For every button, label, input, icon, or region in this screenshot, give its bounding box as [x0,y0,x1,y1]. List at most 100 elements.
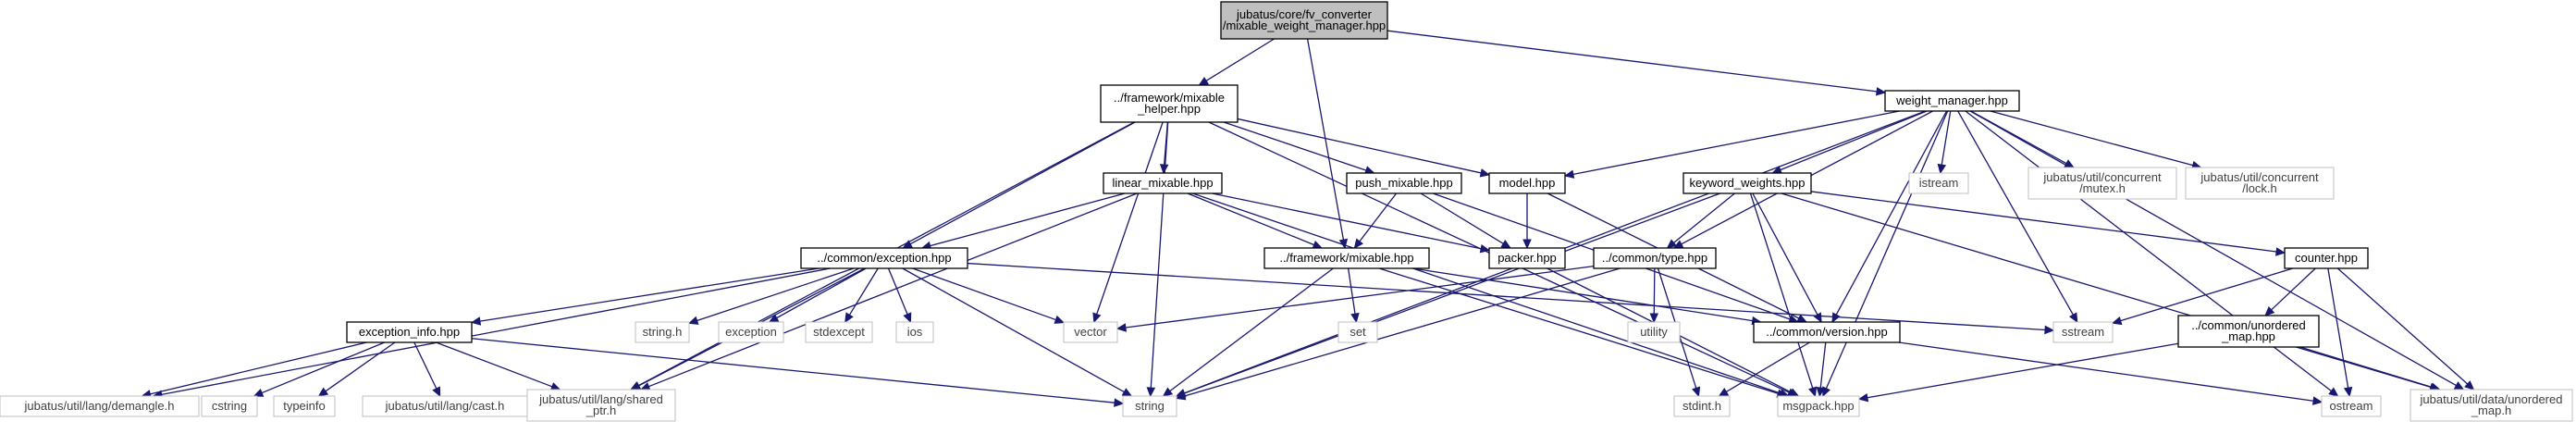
node-box [273,395,336,417]
edge-line [2336,267,2469,385]
node-label: jubatus/util/lang/demangle.h [24,399,175,413]
edge-unordered_map_common-to-msgpack [1857,342,2179,403]
edge-line [150,341,367,395]
node-label: /mixable_weight_manager.hpp [1223,19,1386,32]
node-packer[interactable]: packer.hpp [1488,247,1566,269]
node-weight-manager[interactable]: weight_manager.hpp [1884,90,2020,112]
edge-fw_mixable-to-msgpack [1378,267,1788,398]
arrowhead-icon [1350,312,1360,324]
node-box [805,321,873,343]
node-label: ios [907,325,923,339]
node-label: weight_manager.hpp [1895,93,2008,107]
node-box [1346,172,1462,194]
arrowhead-icon [1114,398,1125,407]
edge-line [261,341,386,394]
edge-line [1150,121,1169,389]
edge-line [1212,192,1482,250]
edge-line [1348,267,1356,315]
edge-line [1387,30,1878,93]
node-vector: vector [1063,321,1118,343]
edge-version-to-ostream [1898,341,2323,405]
edge-exception-to-exception_info [470,267,820,326]
arrowhead-icon [253,388,265,397]
arrowhead-icon [2343,386,2353,398]
edge-exception_info-to-shared_ptr [436,341,561,391]
arrowhead-icon [687,316,699,325]
arrowhead-icon [470,316,482,326]
edge-linear_mixable-to-shared_ptr [639,192,1138,391]
node-fw-mixable[interactable]: ../framework/mixable.hpp [1263,247,1430,269]
node-label: /lock.h [2242,181,2277,195]
node-box [2185,167,2335,200]
node-exception[interactable]: ../common/exception.hpp [800,247,968,269]
edge-exception_info-to-cast [413,341,441,398]
node-type[interactable]: ../common/type.hpp [1593,247,1717,269]
edge-model-to-packer [1522,193,1532,250]
node-label: _map.hpp [2221,329,2275,343]
node-keyword-weights[interactable]: keyword_weights.hpp [1682,172,1812,194]
edge-line [1359,192,1398,242]
node-version[interactable]: ../common/version.hpp [1753,321,1901,343]
arrowhead-icon [2068,312,2078,324]
arrowhead-icon [432,386,441,398]
edge-fw_mixable-to-set [1348,267,1360,324]
node-push-mixable[interactable]: push_mixable.hpp [1346,172,1462,194]
arrowhead-icon [1353,238,1363,249]
node-helper[interactable]: ../framework/mixable_helper.hpp [1100,84,1239,123]
node-label: istream [1919,176,1959,190]
arrowhead-icon [1312,241,1324,249]
edge-line [1941,110,1952,166]
node-mutex: jubatus/util/concurrent/mutex.h [2028,167,2177,200]
arrowhead-icon [1115,323,1128,332]
node-box [526,389,676,422]
node-box [1488,247,1566,269]
edge-line [1187,192,1314,246]
arrowhead-icon [2311,396,2323,405]
edge-exception-to-vector [912,267,1066,324]
arrowhead-icon [2264,306,2275,316]
edge-line [1835,110,1948,316]
arrowhead-icon [1162,387,1174,397]
node-exception-std: exception [718,321,784,343]
edge-line [930,192,1126,247]
edge-weight_manager-to-sstream [1957,110,2078,324]
edge-line [471,338,1115,403]
node-label: string.h [643,325,683,339]
arrowhead-icon [1822,386,1830,398]
node-box [1627,321,1681,343]
edge-line [1653,267,1656,315]
node-ios: ios [895,321,934,343]
node-label: jubatus/util/concurrent [2200,170,2319,184]
node-label: keyword_weights.hpp [1689,176,1805,190]
edge-line [1969,110,2457,387]
edge-line [1725,341,1810,392]
edge-line [1420,192,1504,244]
node-counter[interactable]: counter.hpp [2284,247,2369,269]
node-exception-info[interactable]: exception_info.hpp [346,321,473,343]
edge-exception-to-sstream [967,262,2055,335]
node-box [1337,321,1378,343]
edge-root-to-helper [1198,38,1275,86]
edge-linear_mixable-to-packer [1212,192,1491,254]
edge-line [161,267,831,395]
node-label: utility [1640,325,1668,339]
edge-line [1752,192,1818,316]
arrowhead-icon [1159,164,1169,175]
arrowhead-icon [2328,387,2339,397]
node-box [1063,321,1118,343]
arrowhead-icon [2453,381,2465,391]
node-label: _map.h [2471,403,2511,417]
node-box [2177,315,2320,348]
edge-line [648,192,1138,388]
node-unordered-map-common[interactable]: ../common/unordered_map.hpp [2177,315,2320,348]
node-label: _ptr.h [585,403,617,417]
node-root[interactable]: jubatus/core/fv_converter/mixable_weight… [1220,1,1388,40]
edge-exception_info-to-cstring [253,341,386,397]
edge-line [1819,341,1827,389]
node-model[interactable]: model.hpp [1488,172,1566,194]
edge-root-to-weight_manager [1387,30,1887,96]
edge-helper-to-push_mixable [1223,121,1375,175]
edge-line [1898,341,2314,402]
node-linear-mixable[interactable]: linear_mixable.hpp [1103,172,1223,194]
